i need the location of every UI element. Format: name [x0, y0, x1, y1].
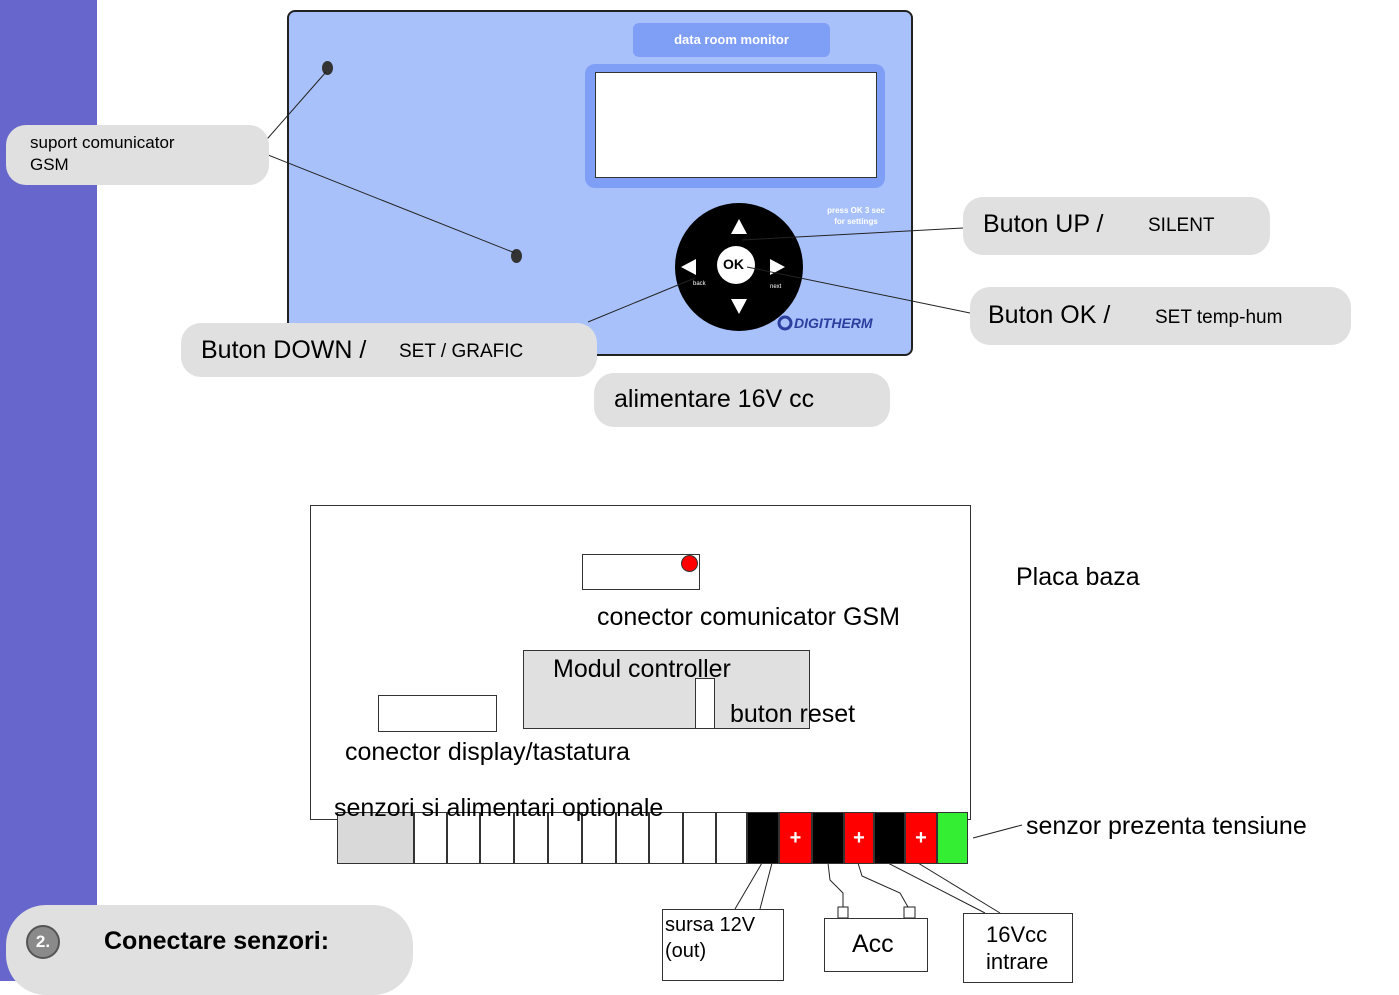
terminal-slot	[582, 812, 616, 864]
battery-label: Acc	[852, 930, 894, 958]
ok-button[interactable]: OK	[723, 256, 744, 272]
terminal-positive: +	[779, 812, 812, 864]
back-label: back	[693, 281, 706, 287]
terminal-negative	[812, 812, 844, 864]
arrow-down-icon	[731, 299, 747, 314]
controller-module	[523, 650, 810, 729]
voltage-sensor-label: senzor prezenta tensiune	[1026, 812, 1307, 840]
terminal-slot	[480, 812, 514, 864]
gsm-connector-label: conector comunicator GSM	[597, 603, 900, 631]
ok-callout-main: Buton OK /	[988, 301, 1111, 329]
reset-button-label: buton reset	[730, 700, 856, 728]
section-title: Conectare senzori:	[104, 927, 330, 955]
power-callout-text: alimentare 16V cc	[614, 385, 815, 413]
display-screen	[595, 72, 877, 178]
gsm-mount-hole-bottom	[511, 249, 522, 263]
gsm-connector	[582, 554, 700, 590]
device-brand-label: data room monitor	[633, 23, 830, 57]
terminal-slot	[683, 812, 716, 864]
display-connector-label: conector display/tastatura	[345, 738, 630, 766]
terminal-positive: +	[905, 812, 937, 864]
brand-logo: DIGITHERM	[794, 315, 873, 331]
settings-hint: press OK 3 sec for settings	[827, 206, 885, 226]
power-source-line2: (out)	[665, 940, 707, 962]
arrow-left-icon	[681, 259, 696, 275]
optional-sensors-label: senzori si alimentari optionale	[334, 794, 664, 822]
power-source-box: sursa 12V (out)	[662, 909, 784, 981]
input-power-line1: 16Vcc	[986, 922, 1048, 947]
voltage-sensor-terminal	[937, 812, 968, 864]
battery-box: Acc	[824, 918, 928, 972]
terminal-slot	[447, 812, 480, 864]
down-callout-main: Buton DOWN /	[201, 336, 367, 364]
terminal-positive: +	[844, 812, 874, 864]
input-power-box: 16Vcc intrare	[963, 913, 1073, 983]
gsm-connector-led	[681, 555, 698, 572]
next-label: next	[770, 284, 782, 290]
terminal-slot	[414, 812, 447, 864]
ok-button-disc	[717, 246, 755, 284]
gsm-support-line2: GSM	[30, 155, 69, 174]
gsm-mount-hole-top	[322, 61, 333, 75]
down-button-callout: Buton DOWN / SET / GRAFIC	[181, 323, 597, 377]
logo-ring-icon	[777, 315, 793, 331]
power-source-line1: sursa 12V	[665, 914, 756, 936]
reset-button[interactable]	[695, 678, 715, 729]
gsm-support-line1: suport comunicator	[30, 133, 175, 152]
terminal-slot	[649, 812, 683, 864]
terminal-slot	[616, 812, 649, 864]
input-power-line2: intrare	[986, 949, 1049, 974]
up-callout-main: Buton UP /	[983, 210, 1104, 238]
arrow-up-icon	[731, 219, 747, 234]
terminal-slot	[716, 812, 747, 864]
display-connector	[378, 695, 497, 732]
optional-block-first	[337, 812, 414, 864]
down-callout-small: SET / GRAFIC	[399, 341, 524, 362]
up-button-callout: Buton UP / SILENT	[963, 197, 1270, 255]
power-callout: alimentare 16V cc	[594, 373, 890, 427]
terminal-negative	[874, 812, 905, 864]
terminal-slot	[514, 812, 548, 864]
terminal-slot	[548, 812, 582, 864]
arrow-right-icon	[770, 259, 785, 275]
ok-callout-small: SET temp-hum	[1155, 307, 1283, 328]
section-number: 2.	[26, 925, 60, 959]
gsm-support-callout: suport comunicator GSM	[6, 125, 269, 185]
up-callout-small: SILENT	[1148, 215, 1215, 236]
base-plate-title: Placa baza	[1016, 563, 1140, 591]
terminal-negative	[747, 812, 779, 864]
section-heading	[6, 905, 413, 995]
ok-button-callout: Buton OK / SET temp-hum	[970, 287, 1351, 345]
